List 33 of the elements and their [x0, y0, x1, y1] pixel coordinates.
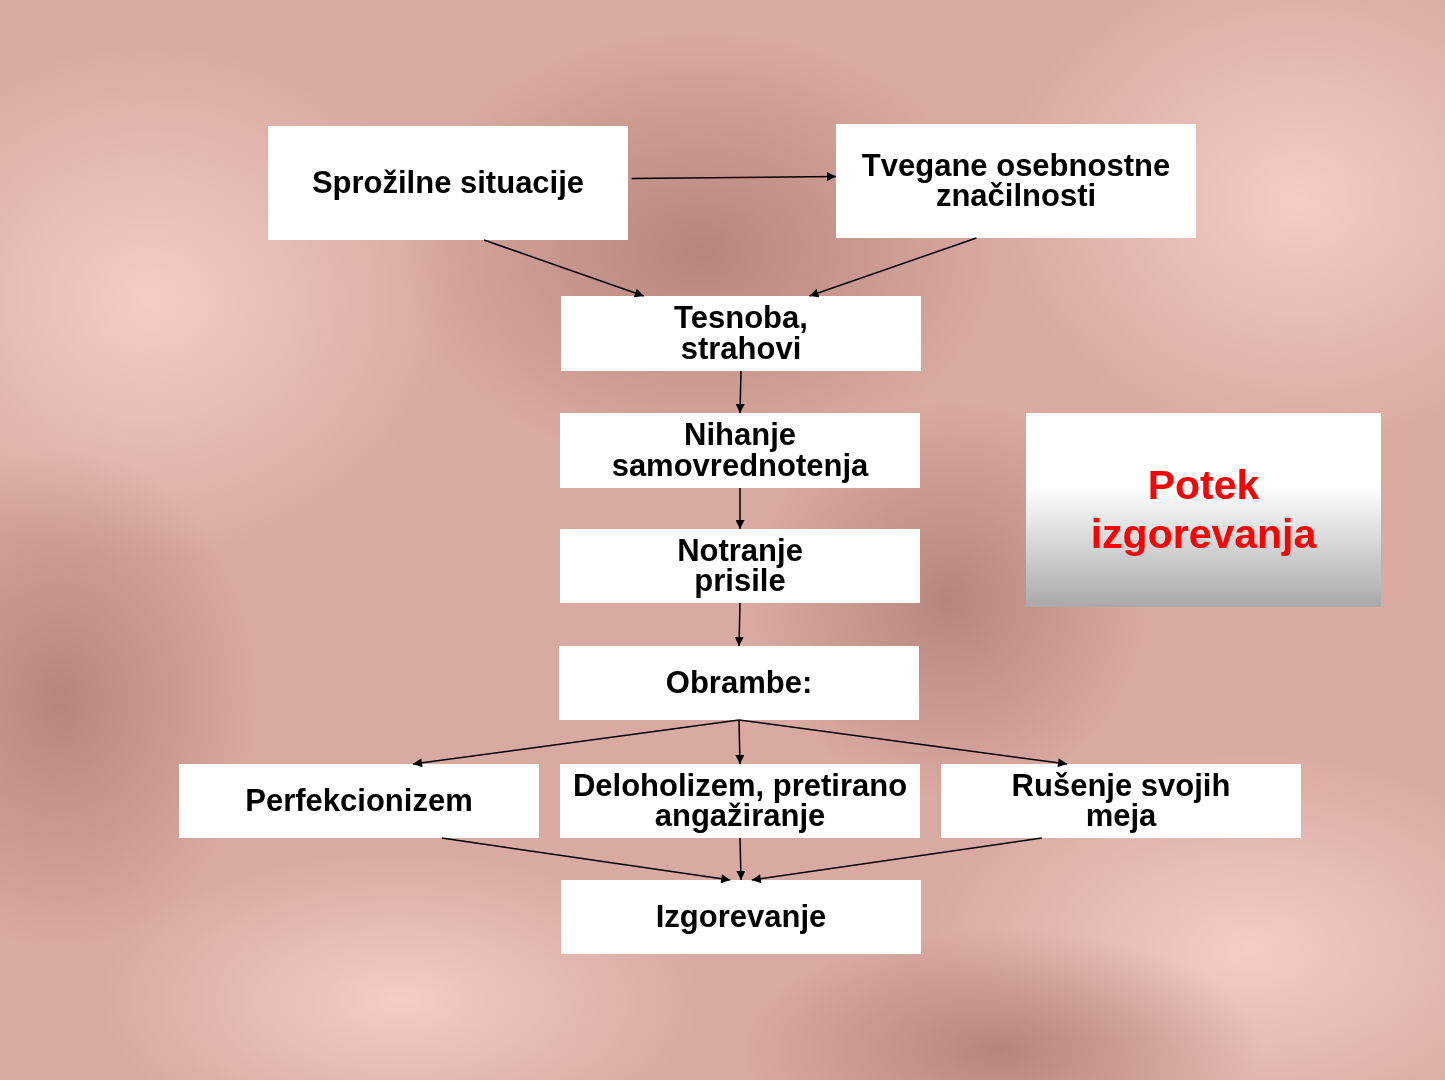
- title: Potek izgorevanja: [1089, 460, 1318, 559]
- box-label: Notranje prisile: [676, 535, 804, 597]
- process-box: [561, 296, 921, 371]
- box-label: Obrambe:: [665, 667, 813, 699]
- process-box: [560, 764, 920, 838]
- arrow: [735, 719, 745, 765]
- process-box: [561, 880, 921, 954]
- arrow: [483, 239, 645, 298]
- arrow: [412, 719, 740, 768]
- arrow: [735, 487, 745, 530]
- arrow: [441, 837, 731, 884]
- arrow: [736, 837, 746, 881]
- box-label: Tesnoba, strahovi: [673, 303, 809, 364]
- box-label: Perfekcionizem: [245, 785, 473, 817]
- arrow: [734, 602, 744, 647]
- arrow: [735, 370, 745, 414]
- process-box: [836, 124, 1196, 238]
- process-box: [560, 413, 920, 488]
- process-box: [559, 646, 919, 720]
- arrow: [808, 237, 978, 298]
- box-label: Izgorevanje: [655, 901, 827, 933]
- box-label: Rušenje svojih meja: [1010, 770, 1232, 832]
- process-box: [179, 764, 539, 838]
- process-box: [268, 126, 628, 240]
- process-box: [941, 764, 1301, 838]
- arrow: [630, 172, 837, 182]
- box-label: Deloholizem, pretirano angažiranje: [571, 770, 909, 832]
- process-box: [560, 529, 920, 603]
- box-label: Tvegane osebnostne značilnosti: [860, 150, 1172, 212]
- arrow: [738, 719, 1068, 768]
- box-label: Sprožilne situacije: [311, 167, 585, 199]
- arrow: [751, 837, 1043, 884]
- box-label: Nihanje samovrednotenja: [610, 420, 870, 481]
